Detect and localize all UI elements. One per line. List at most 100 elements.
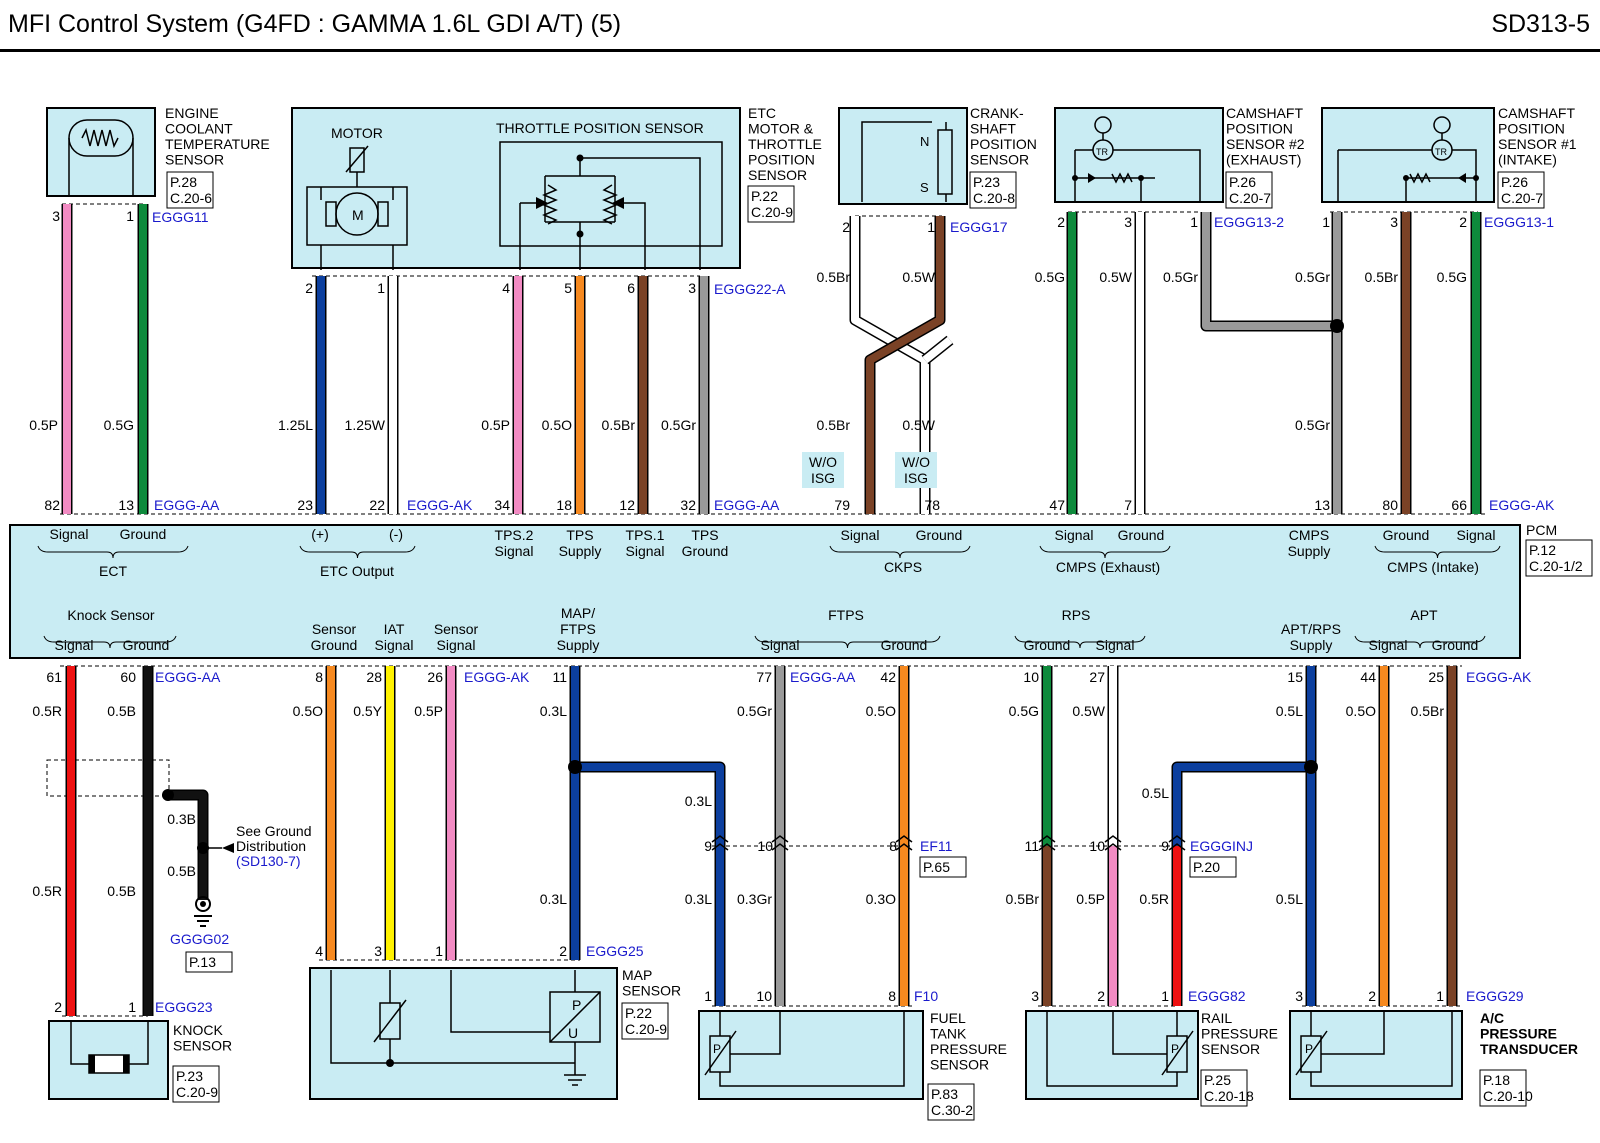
- wire-gauge: 0.5L: [1276, 891, 1303, 907]
- cmp1-ref-text: P.26: [1501, 174, 1528, 190]
- pcm-pin-label: Signal: [375, 637, 414, 653]
- pcm-pin-label: Signal: [50, 526, 89, 542]
- pin-number: 9: [1161, 838, 1169, 854]
- apt-label: PRESSURE: [1480, 1026, 1557, 1042]
- ground-splice: [197, 842, 209, 854]
- inline-connector-chevron: [1038, 835, 1056, 851]
- cmp-supply-splice: [1330, 319, 1344, 333]
- page-header: MFI Control System (G4FD : GAMMA 1.6L GD…: [0, 0, 1600, 52]
- pcm-pin-label: CMPS (Exhaust): [1056, 559, 1160, 575]
- wire-gauge: 0.5P: [481, 417, 510, 433]
- wire-gauge: 0.5Gr: [661, 417, 696, 433]
- wire-gauge: 0.5G: [1009, 703, 1039, 719]
- apt-ref-text: C.20-10: [1483, 1088, 1533, 1104]
- ef11-ref-text: P.65: [923, 859, 950, 875]
- ckp-s-label: S: [920, 180, 929, 195]
- wire-gauge: 0.5G: [1437, 269, 1467, 285]
- wiring-diagram: MOTOR THROTTLE POSITION SENSOR M N S TR …: [9, 105, 1593, 1121]
- pcm-label: PCM: [1526, 522, 1557, 538]
- wire-ckp-brown: [866, 216, 944, 514]
- pcm-pin-label: Ground: [1383, 527, 1430, 543]
- ckp-label: POSITION: [970, 136, 1037, 152]
- pcm-pin-label: MAP/: [561, 605, 595, 621]
- pcm-ref: [1525, 539, 1593, 577]
- ground-link[interactable]: (SD130-7): [236, 853, 301, 869]
- pcm-pin-label: Signal: [1055, 527, 1094, 543]
- pin-number: 1: [927, 219, 935, 235]
- rps-label: SENSOR: [1201, 1041, 1260, 1057]
- inline-connector-chevron: [711, 835, 729, 851]
- cmp2-label: POSITION: [1226, 121, 1293, 137]
- shield-splice: [162, 789, 174, 801]
- ground-ref-text: P.13: [189, 954, 216, 970]
- svg-text:TR: TR: [1096, 147, 1108, 157]
- pin-number: 1: [1190, 214, 1198, 230]
- pin-number: 4: [315, 943, 323, 959]
- pcm-pin-label: RPS: [1062, 607, 1091, 623]
- etc-box: [291, 107, 741, 269]
- pcm-ref-text: P.12: [1529, 542, 1556, 558]
- pin-number: 18: [556, 497, 572, 513]
- ftps-label: SENSOR: [930, 1057, 989, 1073]
- ftps-label: PRESSURE: [930, 1041, 1007, 1057]
- pcm-pin-label: Ground: [1024, 637, 1071, 653]
- pcm-pin-label: Knock Sensor: [67, 607, 154, 623]
- pin-number: 60: [120, 669, 136, 685]
- isg-note-box: [802, 452, 844, 488]
- tps-inner-label: THROTTLE POSITION SENSOR: [496, 120, 704, 136]
- ftps-p-label: P: [713, 1042, 721, 1056]
- page-title: MFI Control System (G4FD : GAMMA 1.6L GD…: [8, 10, 622, 38]
- pcm-pin-label: FTPS: [828, 607, 864, 623]
- pcm-pin-label: FTPS: [560, 621, 596, 637]
- apt-ref: [1479, 1069, 1527, 1107]
- pcm-pin-label: Ground: [682, 543, 729, 559]
- bracket-knock: [43, 635, 177, 649]
- egggin-ref: [1189, 856, 1237, 878]
- cmp2-label: SENSOR #2: [1226, 136, 1305, 152]
- wire-gauge: 0.5B: [167, 863, 196, 879]
- wire-gauge: 0.5O: [293, 703, 323, 719]
- wire-ckp-white-a: [851, 216, 929, 514]
- ftps-ref-text: P.83: [931, 1086, 958, 1102]
- isg-note-box: [895, 452, 937, 488]
- pcm-pin-label: Signal: [495, 543, 534, 559]
- pcm-pin-label: CMPS: [1289, 527, 1329, 543]
- pcm-pin-label: (+): [311, 526, 329, 542]
- pin-number: 1: [435, 943, 443, 959]
- page-code: SD313-5: [1491, 10, 1590, 38]
- wire-gauge: 0.5O: [1346, 703, 1376, 719]
- ef11-ref: [919, 856, 967, 878]
- inline-connector-ef11: EF11: [920, 838, 953, 854]
- pcm-pin-label: ETC Output: [320, 563, 394, 579]
- wire-gauge: 0.5W: [1099, 269, 1132, 285]
- wire-gauge: 0.3L: [685, 793, 712, 809]
- egggin-ref-text: P.20: [1193, 859, 1220, 875]
- pin-number: 47: [1049, 497, 1065, 513]
- wire-gauge: 0.5R: [1139, 891, 1169, 907]
- ground-note: Distribution: [236, 838, 306, 854]
- cmp2-ref-text: C.20-7: [1229, 190, 1271, 206]
- pin-number: 3: [1295, 988, 1303, 1004]
- bracket-etc: [299, 545, 416, 559]
- isg-note: ISG: [811, 470, 835, 486]
- pin-number: 2: [1057, 214, 1065, 230]
- pcm-pin-label: Ground: [120, 526, 167, 542]
- etc-label: ETC: [748, 105, 776, 121]
- map-connector: EGGG25: [586, 943, 644, 959]
- pcm-ref-text: C.20-1/2: [1529, 558, 1583, 574]
- wire-gauge: 0.5Gr: [1295, 417, 1330, 433]
- knock-ref-text: C.20-9: [176, 1084, 218, 1100]
- cmp1-label: POSITION: [1498, 121, 1565, 137]
- pin-number: 22: [369, 497, 385, 513]
- pin-number: 25: [1428, 669, 1444, 685]
- wire-gauge: 0.5Y: [353, 703, 382, 719]
- pcm-connector: EGGG-AK: [464, 669, 530, 685]
- map-ref-text: C.20-9: [625, 1021, 667, 1037]
- etc-label: POSITION: [748, 152, 815, 168]
- pcm-pin-label: Signal: [626, 543, 665, 559]
- ground-name: GGGG02: [170, 931, 229, 947]
- cmp1-label: (INTAKE): [1498, 152, 1557, 168]
- pin-number: 11: [1024, 838, 1039, 854]
- pin-number: 44: [1360, 669, 1376, 685]
- pin-number: 3: [52, 208, 60, 224]
